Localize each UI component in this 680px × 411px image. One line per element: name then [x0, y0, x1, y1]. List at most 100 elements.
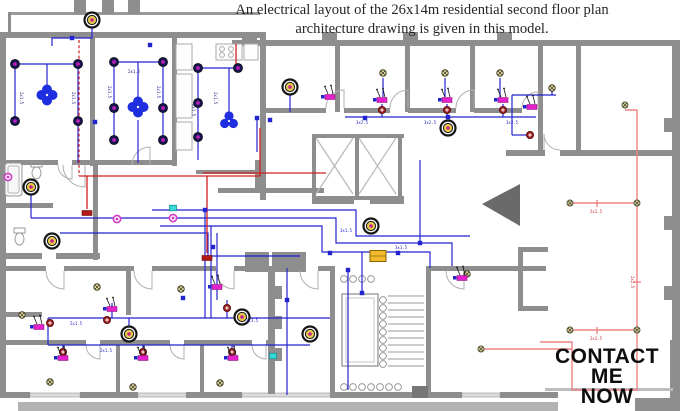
ceiling-fan-3blade-icon: [220, 111, 238, 129]
light-point: [158, 103, 168, 113]
power-socket-icon: [526, 130, 535, 139]
stove: [215, 43, 243, 61]
wire-label: 2x2.5: [590, 336, 603, 341]
exhaust-fan-icon: [43, 232, 61, 250]
cta-line2[interactable]: NOW: [580, 385, 634, 409]
door-arc: [299, 270, 319, 290]
wire-label: 2x1.5: [70, 321, 83, 326]
junction-box: [210, 244, 216, 250]
kitchen-counter: [175, 43, 193, 71]
ceiling-fan-icon: [127, 96, 149, 118]
wire-lighting: [60, 232, 300, 257]
junction-box: [202, 207, 208, 213]
ceiling-outlet-icon: [46, 378, 54, 386]
ceiling-outlet-icon: [177, 285, 185, 293]
exhaust-fan-icon: [281, 78, 299, 96]
wire-label: 2x1.5: [156, 86, 161, 99]
wire-label: 2x1.5: [246, 318, 259, 323]
wire-lighting: [160, 225, 431, 268]
junction-box: [267, 117, 273, 123]
door-arc: [133, 270, 153, 290]
wire-label: 2x2.5: [590, 209, 603, 214]
wall-light-icon: [112, 214, 122, 224]
junction-box: [345, 267, 351, 273]
junction-box: [92, 119, 98, 125]
light-point: [109, 57, 119, 67]
light-point: [193, 63, 203, 73]
ceiling-outlet-icon: [129, 383, 137, 391]
ceiling-outlet-icon: [379, 69, 387, 77]
exhaust-fan-icon: [439, 119, 457, 137]
wire-label: 2x1.5: [191, 104, 196, 117]
light-point: [73, 116, 83, 126]
switch-icon: [453, 265, 468, 281]
weatherproof-outlet-icon: [566, 199, 574, 207]
door-arc: [325, 89, 345, 109]
stair-steps: [388, 295, 424, 367]
wire-label: 2x1.5: [100, 348, 113, 353]
ceiling-outlet-icon: [93, 283, 101, 291]
ceiling-outlet-icon: [496, 69, 504, 77]
weatherproof-outlet-icon: [621, 101, 629, 109]
power-socket-icon: [498, 106, 507, 115]
exhaust-fan-icon: [362, 217, 380, 235]
light-point: [10, 116, 20, 126]
door-arc: [45, 270, 65, 290]
power-socket-icon: [103, 315, 112, 324]
wire-label: 3x1.5: [395, 245, 408, 250]
wire-label: 3x2.5: [506, 120, 519, 125]
elevator-shafts: [315, 137, 397, 195]
door-arc: [131, 146, 151, 166]
ceiling-outlet-icon: [548, 84, 556, 92]
data-outlet-icon: [169, 204, 177, 212]
junction-box: [359, 290, 365, 296]
door-arc: [389, 89, 409, 109]
door-arc: [455, 89, 475, 109]
weatherproof-outlet-icon: [566, 326, 574, 334]
door-arc: [57, 164, 73, 180]
power-socket-icon: [46, 318, 55, 327]
wall-light-icon: [168, 213, 178, 223]
junction-box: [284, 297, 290, 303]
power-socket-icon: [442, 106, 451, 115]
wire-label: 2x1.5: [213, 92, 218, 105]
stair-direction-arrow: [482, 184, 520, 226]
ceiling-outlet-icon: [441, 69, 449, 77]
power-outlet-icon: [81, 210, 93, 216]
junction-box: [147, 42, 153, 48]
wire-label: 3x2.5: [424, 120, 437, 125]
wire-lighting: [152, 209, 470, 237]
junction-box: [445, 114, 451, 120]
exhaust-fan-icon: [120, 325, 138, 343]
light-point: [193, 98, 203, 108]
light-point: [158, 135, 168, 145]
light-point: [10, 59, 20, 69]
junction-box: [69, 35, 75, 41]
wire-label: 2x1.5: [107, 86, 112, 99]
power-socket-icon: [222, 303, 231, 312]
switch-icon: [494, 87, 509, 103]
cta-line1[interactable]: CONTACT ME: [555, 345, 659, 389]
door-arc: [169, 344, 185, 360]
switch-icon: [103, 296, 118, 312]
weatherproof-outlet-icon: [633, 326, 641, 334]
ceiling-fan-icon: [36, 84, 58, 106]
wire-label: 2x1.5: [19, 92, 24, 105]
wire-label: 2x2.5: [630, 276, 635, 289]
fridge: [243, 43, 259, 61]
light-point: [109, 103, 119, 113]
switch-icon: [438, 87, 453, 103]
exhaust-fan-icon: [301, 325, 319, 343]
ceiling-outlet-icon: [18, 311, 26, 319]
data-outlet-icon: [269, 352, 277, 360]
staircase: [340, 275, 424, 391]
light-point: [73, 59, 83, 69]
light-point: [109, 135, 119, 145]
door-arc: [85, 344, 101, 360]
light-point: [158, 57, 168, 67]
contact-cta[interactable]: CONTACT ME NOW: [539, 345, 675, 409]
switch-icon: [208, 274, 223, 290]
switch-icon: [373, 87, 388, 103]
